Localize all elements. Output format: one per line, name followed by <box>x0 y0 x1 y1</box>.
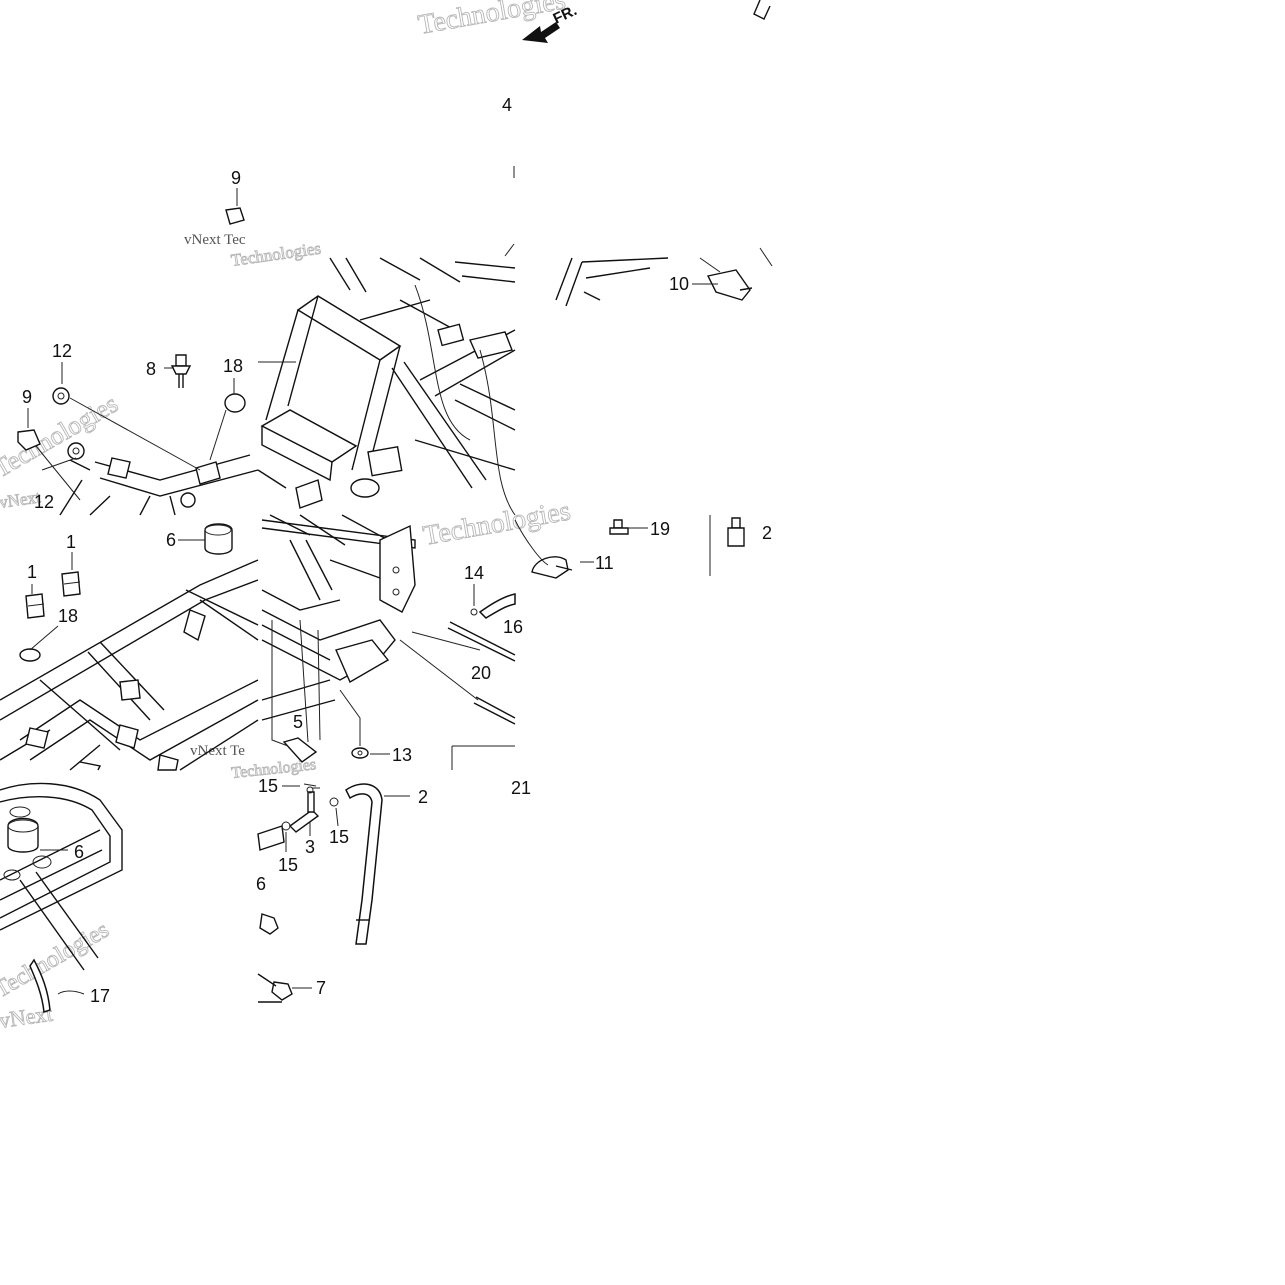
callout-label: 8 <box>146 359 156 379</box>
tile-frame-lower-left <box>0 523 259 771</box>
tile-top-right <box>504 0 773 273</box>
callout-label: 21 <box>511 778 531 798</box>
leader-lines <box>27 188 718 789</box>
callout-label: 10 <box>669 274 689 294</box>
callout-label: 9 <box>22 387 32 407</box>
callout-label: 6 <box>166 530 176 550</box>
callout-label: 15 <box>258 776 278 796</box>
tile-parts-upper-left <box>17 354 259 516</box>
callout-labels: 4 9 10 12 8 18 9 12 6 19 2 11 1 1 14 18 … <box>22 95 772 1006</box>
callout-label: 1 <box>66 532 76 552</box>
callout-label: 12 <box>52 341 72 361</box>
callout-label: 15 <box>278 855 298 875</box>
callout-label: 6 <box>256 874 266 894</box>
callout-label: 19 <box>650 519 670 539</box>
callout-label: 3 <box>305 837 315 857</box>
tile-frame-center <box>257 257 516 516</box>
callout-label: 11 <box>595 553 614 573</box>
arrow-icon <box>522 22 560 43</box>
tile-frame-lower-center <box>261 514 516 770</box>
callout-label: 15 <box>329 827 349 847</box>
callout-label: 4 <box>502 95 512 115</box>
callout-label: 6 <box>74 842 84 862</box>
tile-parts-right <box>514 515 745 579</box>
callout-label: 20 <box>471 663 491 683</box>
callout-label: 2 <box>762 523 772 543</box>
callout-label: 16 <box>503 617 523 637</box>
callout-label: 5 <box>293 712 303 732</box>
tile-hoses-bottom-center <box>257 783 410 1003</box>
callout-label: 18 <box>223 356 243 376</box>
callout-label: 18 <box>58 606 78 626</box>
callout-label: 2 <box>418 787 428 807</box>
watermark: vNext Tec <box>184 232 246 248</box>
callout-label: 1 <box>27 562 37 582</box>
callout-label: 13 <box>392 745 412 765</box>
tile-carrier-lower-left <box>0 782 123 1014</box>
callout-label: 7 <box>316 978 326 998</box>
callout-label: 12 <box>34 492 54 512</box>
clip-part <box>225 207 245 225</box>
callout-label: 17 <box>90 986 110 1006</box>
callout-label: 9 <box>231 168 241 188</box>
callout-label: 14 <box>464 563 484 583</box>
tile-right-middle <box>555 257 753 307</box>
